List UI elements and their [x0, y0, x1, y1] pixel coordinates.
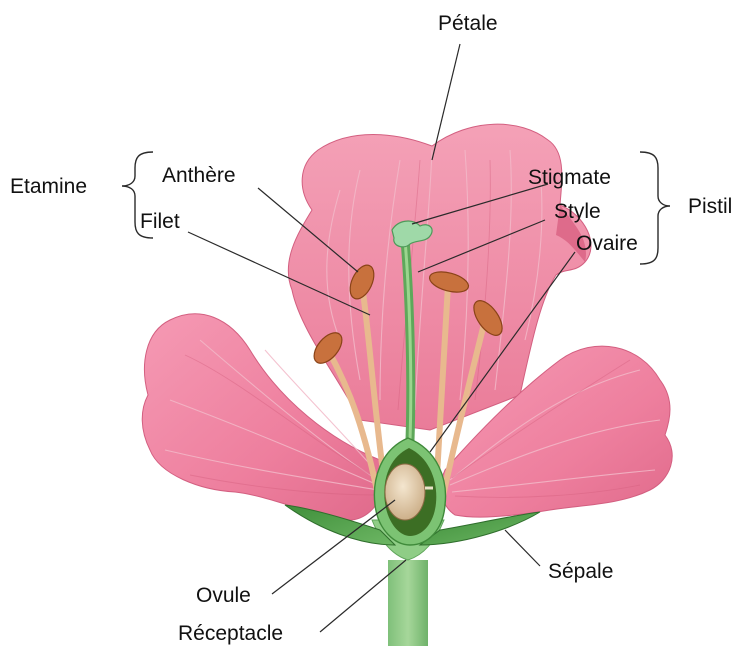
label-sepale: Sépale: [548, 560, 613, 583]
ovule: [385, 464, 425, 520]
label-pistil: Pistil: [688, 195, 732, 218]
label-petale: Pétale: [438, 12, 498, 35]
label-style: Style: [554, 200, 601, 223]
label-stigmate: Stigmate: [528, 166, 611, 189]
label-filet: Filet: [140, 210, 180, 233]
label-receptacle: Réceptacle: [178, 622, 283, 645]
label-ovule: Ovule: [196, 584, 251, 607]
label-etamine: Etamine: [10, 175, 87, 198]
label-ovaire: Ovaire: [576, 232, 638, 255]
label-anthere: Anthère: [162, 164, 236, 187]
